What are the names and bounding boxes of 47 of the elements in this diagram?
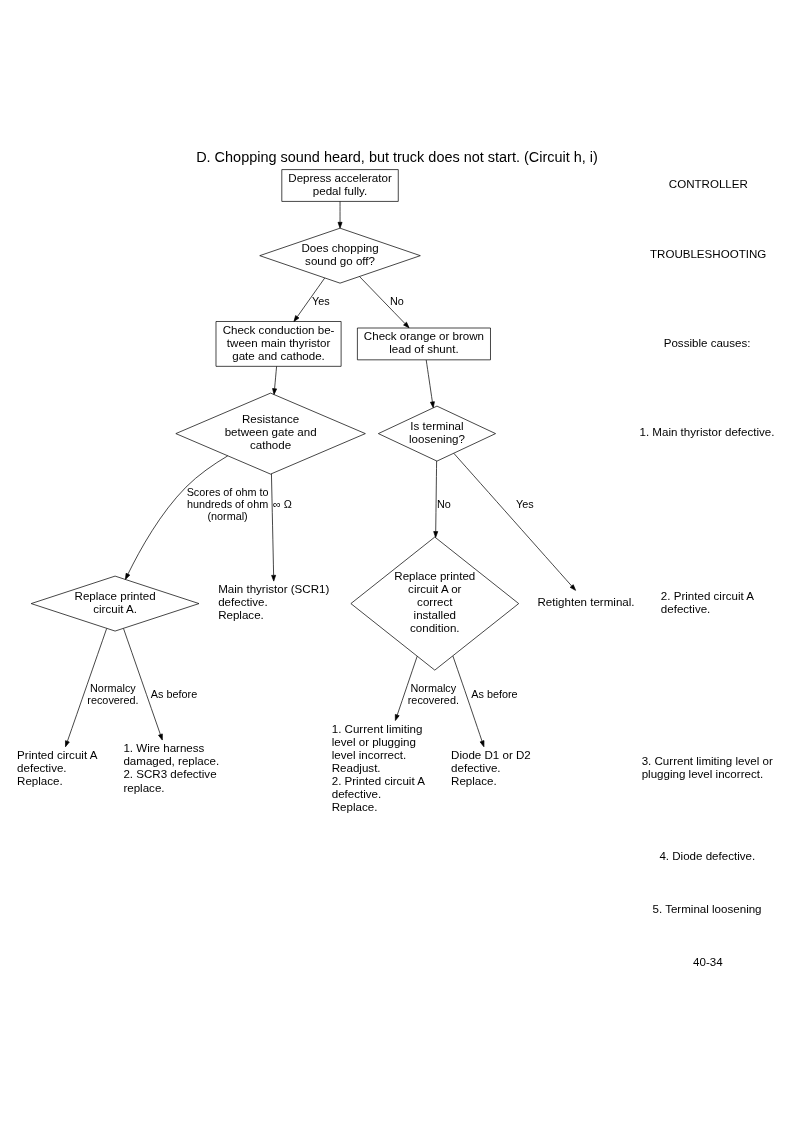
arrow xyxy=(337,201,343,229)
node-text: Diode D1 or D2 defective. Replace. xyxy=(451,748,531,787)
arrow xyxy=(425,359,435,409)
node-text: 1. Wire harness damaged, replace. 2. SCR3 defective replace. xyxy=(123,742,220,794)
arrow xyxy=(452,655,485,748)
node-text: Printed circuit A defective. Replace. xyxy=(17,748,98,787)
edge-label: As before xyxy=(471,687,518,700)
node-diamond: Is terminal loosening? xyxy=(378,405,496,462)
node-diamond: Replace printed circuit A. xyxy=(30,575,200,632)
edge-label: No xyxy=(436,498,451,511)
arrow xyxy=(394,655,418,721)
edge-label: No xyxy=(389,294,404,307)
node-box: Depress accelerator pedal fully. xyxy=(281,169,399,202)
edge-label: Normalcy recovered. xyxy=(407,681,459,707)
arrow xyxy=(453,452,576,591)
node-text: Main thyristor (SCR1) defective. Replace. xyxy=(218,583,330,622)
label: Possible causes: xyxy=(663,336,751,349)
node-text: 1. Current limiting level or plugging level incorrect. Readjust. 2. Printed circuit A defective. Replace. xyxy=(331,722,425,814)
arrow xyxy=(271,473,276,582)
node-box: Check conduction be- tween main thyristor gate and cathode. xyxy=(215,321,342,367)
label: 4. Diode defective. xyxy=(659,850,756,863)
edge-label: Yes xyxy=(516,498,534,511)
edge-label: Scores of ohm to hundreds of ohm (normal) xyxy=(186,485,269,523)
edge-label: Normalcy recovered. xyxy=(87,681,139,707)
label: CONTROLLER xyxy=(668,178,748,191)
node-diamond: Does chopping sound go off? xyxy=(259,227,421,284)
node-diamond: Replace printed circuit A or correct installed condition. xyxy=(350,536,520,671)
label: 3. Current limiting level or plugging level incorrect. xyxy=(641,755,773,781)
label: 2. Printed circuit A defective. xyxy=(660,589,755,615)
node-box: Check orange or brown lead of shunt. xyxy=(357,327,491,361)
arrow xyxy=(123,628,163,741)
label: TROUBLESHOOTING xyxy=(649,248,767,261)
node-diamond: Resistance between gate and cathode xyxy=(175,392,366,475)
label: 40-34 xyxy=(693,955,723,968)
edge-label: Yes xyxy=(312,294,330,307)
edge-label: ∞ Ω xyxy=(273,498,292,511)
arrow xyxy=(125,455,229,580)
arrow xyxy=(65,628,107,748)
arrow xyxy=(272,366,277,395)
label: 5. Terminal loosening xyxy=(652,903,762,916)
arrow xyxy=(359,276,410,329)
arrow xyxy=(433,460,439,538)
diagram-title: D. Chopping sound heard, but truck does not start. (Circuit h, i) xyxy=(196,149,598,166)
arrow xyxy=(293,277,326,322)
node-text: Retighten terminal. xyxy=(537,596,635,609)
edge-label: As before xyxy=(150,687,198,700)
label: 1. Main thyristor defective. xyxy=(639,426,775,439)
